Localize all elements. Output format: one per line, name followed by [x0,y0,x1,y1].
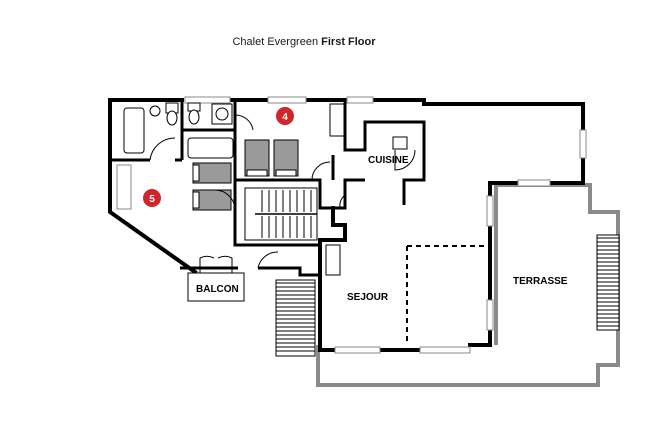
exterior-wall-west [108,98,198,275]
lower-stairs [275,279,316,357]
kitchen-counter [392,136,416,171]
plan-title: Chalet Evergreen First Floor [0,36,608,48]
window-terrace-west-1 [486,195,494,227]
window-terrace-west-2 [486,299,494,331]
exterior-wall-east [488,156,585,347]
bedroom-marker-4-number: 4 [282,112,288,123]
bedroom-marker-5-number: 5 [149,194,155,205]
plan-title-prefix: Chalet Evergreen [232,36,319,48]
exterior-wall-south [318,206,492,352]
beds [192,139,299,211]
internal-staircase [244,187,318,241]
bedroom-marker-4: 4 [276,107,294,125]
right-stairs [596,234,620,331]
window-north-2 [267,96,307,104]
room-label-terrasse: TERRASSE [513,276,568,287]
room-label-balcon: BALCON [196,284,239,295]
terrace-outline [316,183,620,387]
window-east [579,129,587,159]
balcony [187,255,245,302]
window-south-1 [334,346,381,354]
interior-walls [110,100,426,277]
window-north-3 [346,96,374,104]
door-swings [149,114,346,269]
window-south-2 [419,346,471,354]
sejour-shelf [325,244,341,276]
window-terrace-north [517,179,551,187]
window-west [116,164,132,210]
plan-title-floor: First Floor [321,36,376,48]
bathroom-fixtures [123,102,345,159]
exterior-wall-north [108,98,585,132]
bedroom-marker-5: 5 [143,189,161,207]
room-label-cuisine: CUISINE [368,155,409,166]
room-label-sejour: SEJOUR [347,292,389,303]
sejour-divider [406,245,490,345]
window-north-1 [184,96,231,104]
